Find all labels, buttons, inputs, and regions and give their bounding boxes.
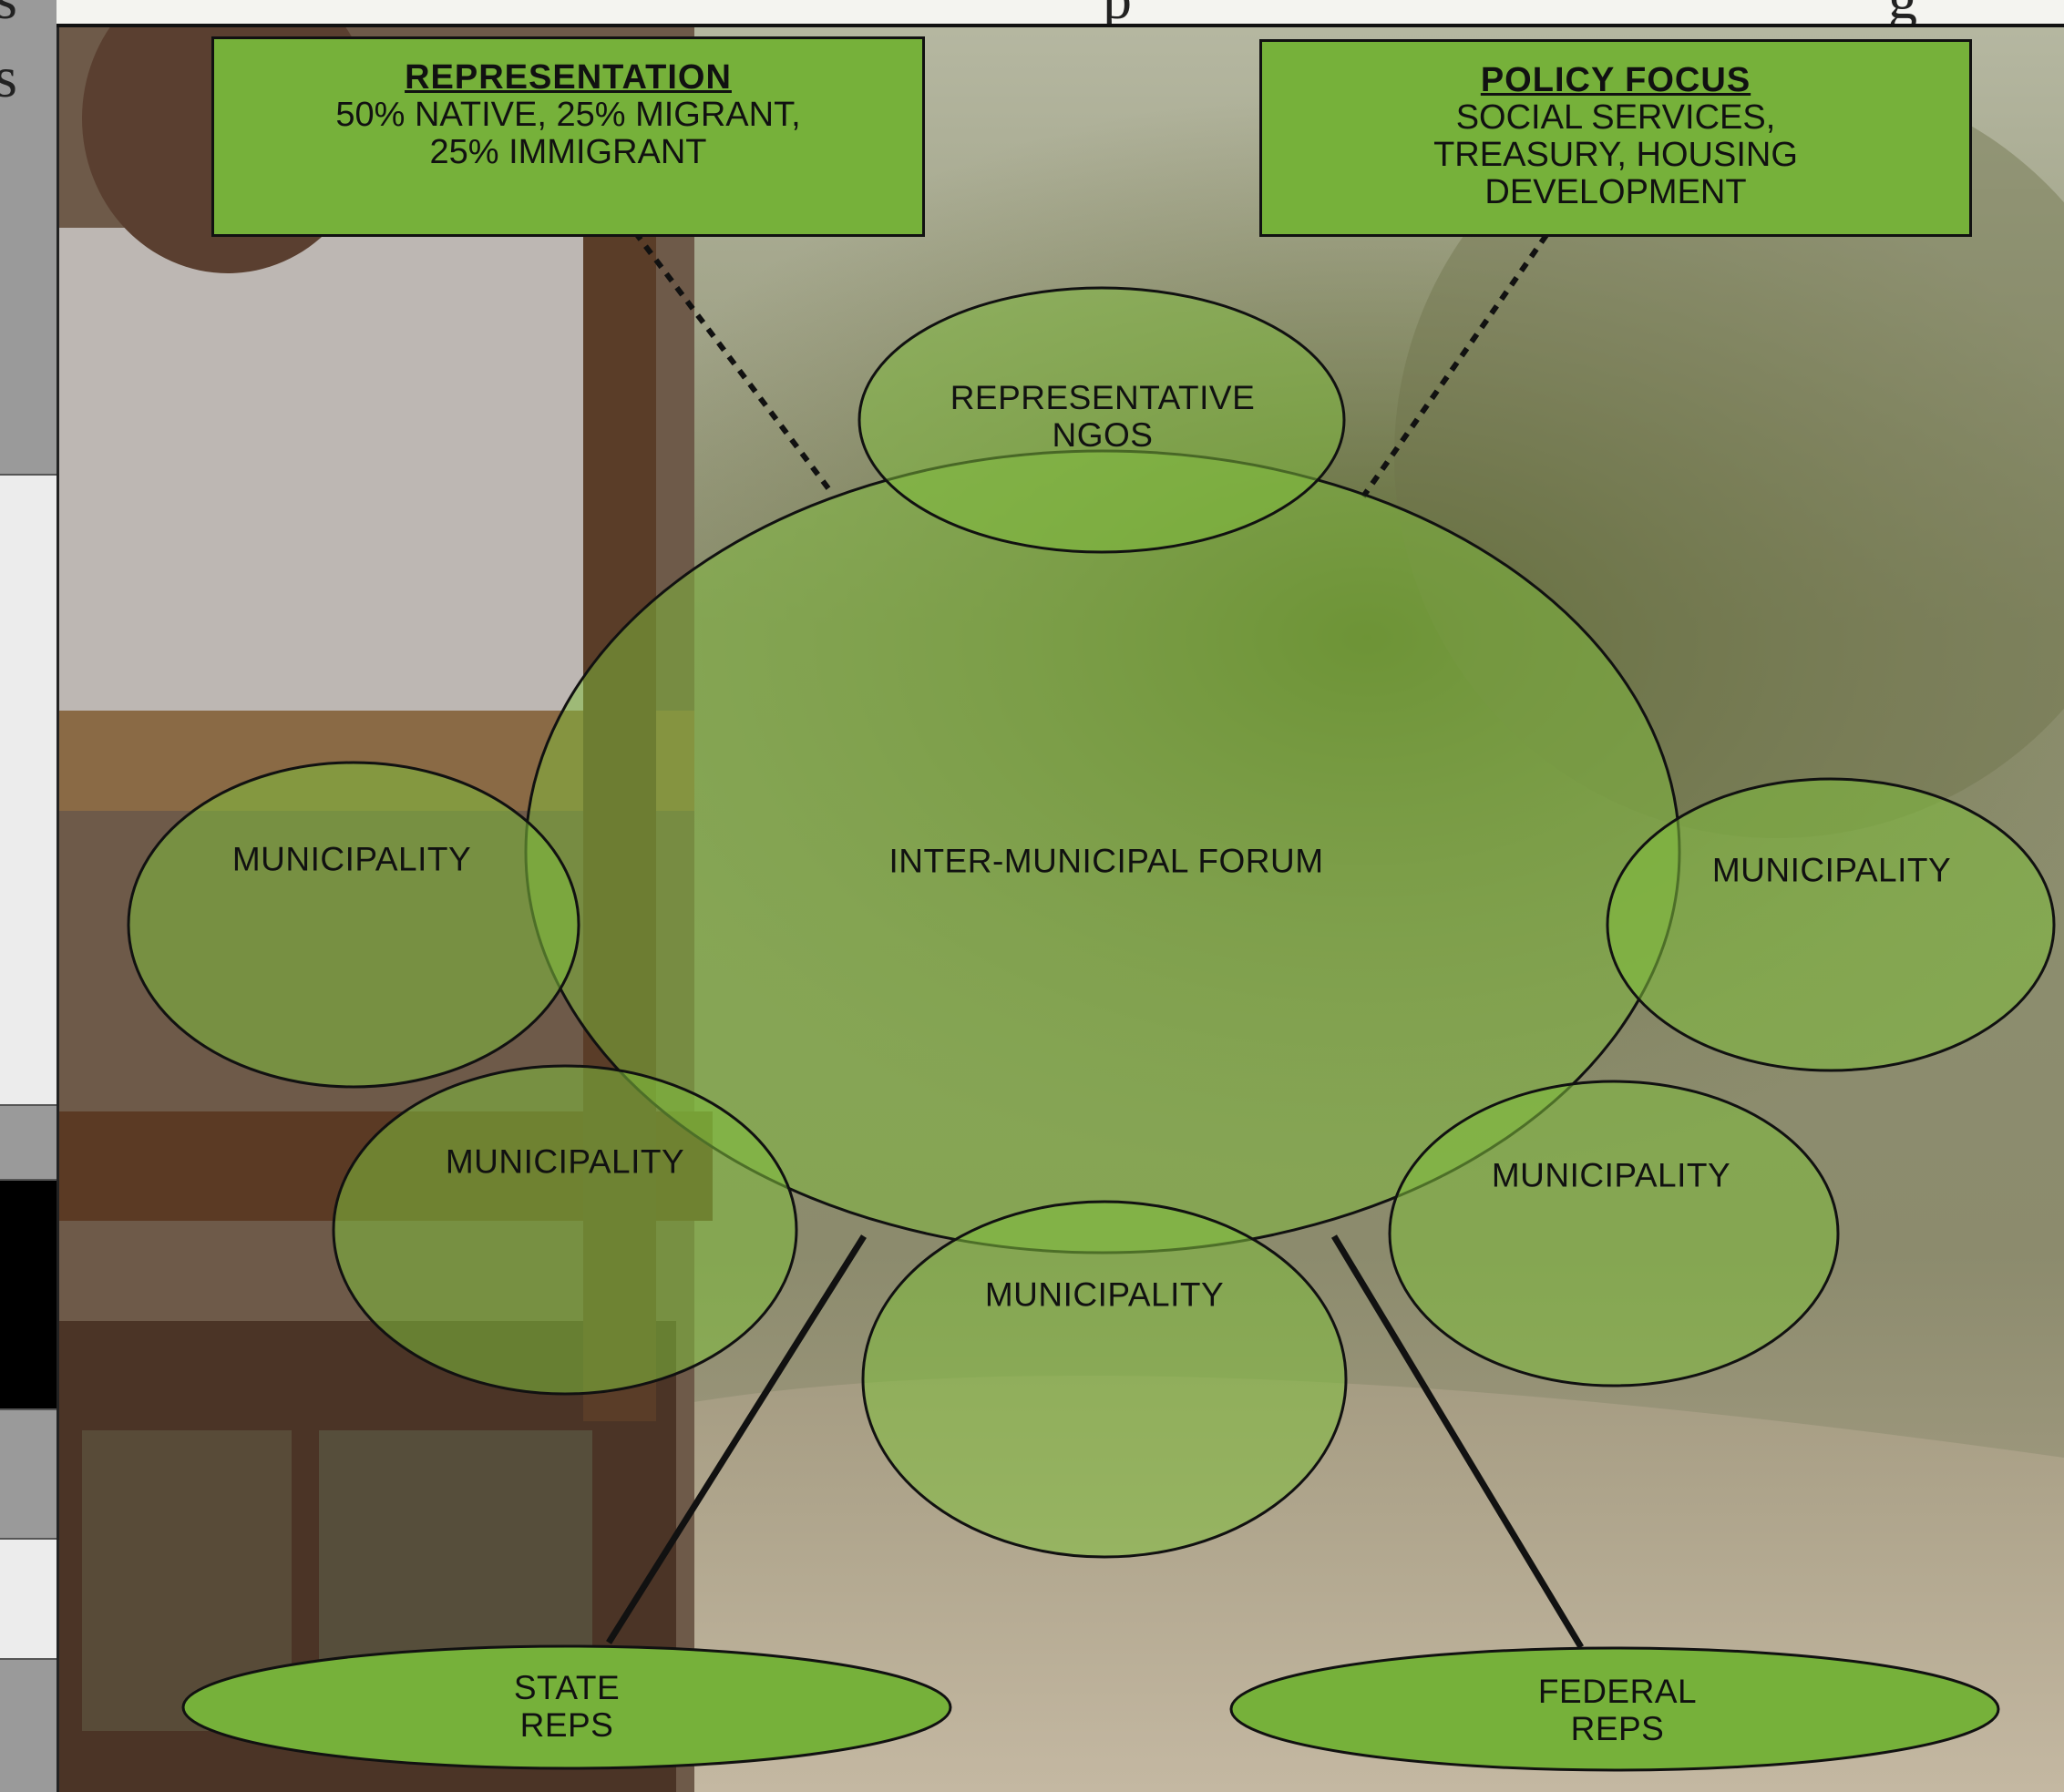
municipality-ellipse-lower-left <box>332 1064 798 1396</box>
top-title-strip: p g <box>56 0 2064 27</box>
ngos-ellipse <box>857 286 1346 554</box>
municipality-label-lower-right: MUNICIPALITY <box>1491 1156 1731 1194</box>
state-reps-label: STATE REPS <box>514 1669 620 1744</box>
ngos-label-line: REPRESENTATIVE <box>950 379 1256 416</box>
state-reps-line: REPS <box>519 1706 614 1744</box>
policy-focus-box: POLICY FOCUS SOCIAL SERVICES, TREASURY, … <box>1259 39 1972 237</box>
left-panel: s s <box>0 0 59 1792</box>
left-panel-segment <box>0 476 56 1106</box>
left-panel-segment <box>0 1660 56 1792</box>
connector-policy <box>1361 233 1549 498</box>
policy-focus-heading: POLICY FOCUS <box>1480 61 1751 99</box>
title-fragment: p <box>1103 0 1132 24</box>
representation-box: REPRESENTATION 50% NATIVE, 25% MIGRANT, … <box>211 36 925 237</box>
municipality-ellipse-right <box>1606 777 2056 1072</box>
connector-representation <box>632 230 834 494</box>
federal-reps-line: REPS <box>1570 1710 1665 1747</box>
federal-reps-label: FEDERAL REPS <box>1538 1673 1697 1747</box>
left-panel-segment <box>0 1181 56 1410</box>
state-reps-line: STATE <box>513 1669 621 1706</box>
federal-reps-line: FEDERAL <box>1537 1673 1698 1710</box>
ngos-label-line: NGOS <box>1052 416 1154 454</box>
municipality-label-lower-left: MUNICIPALITY <box>445 1142 685 1181</box>
policy-focus-line: TREASURY, HOUSING <box>1433 136 1798 174</box>
left-panel-glyph: s <box>0 45 17 109</box>
left-panel-segment <box>0 1410 56 1540</box>
municipality-ellipse-left <box>127 761 580 1089</box>
municipality-label-right: MUNICIPALITY <box>1711 851 1952 889</box>
municipality-label-bottom: MUNICIPALITY <box>984 1275 1225 1314</box>
municipality-label-left: MUNICIPALITY <box>231 840 472 878</box>
representation-heading: REPRESENTATION <box>405 58 732 97</box>
title-fragment: g <box>1888 0 1917 24</box>
federal-reps-ellipse <box>1229 1646 2000 1772</box>
left-panel-segment <box>0 1106 56 1181</box>
left-panel-glyph: s <box>0 0 17 33</box>
connector-state-reps <box>606 1234 867 1644</box>
ngos-label: REPRESENTATIVE NGOS <box>950 379 1256 454</box>
municipality-ellipse-bottom <box>861 1200 1348 1559</box>
representation-line: 25% IMMIGRANT <box>429 133 707 171</box>
policy-focus-line: SOCIAL SERVICES, <box>1455 98 1776 137</box>
state-reps-ellipse <box>181 1644 952 1770</box>
representation-line: 50% NATIVE, 25% MIGRANT, <box>335 96 801 134</box>
connector-federal-reps <box>1330 1234 1585 1649</box>
left-panel-segment <box>0 1540 56 1660</box>
forum-label: INTER-MUNICIPAL FORUM <box>888 842 1324 880</box>
policy-focus-line: DEVELOPMENT <box>1484 173 1747 211</box>
left-panel-segment <box>0 0 56 476</box>
municipality-ellipse-lower-right <box>1388 1080 1840 1388</box>
